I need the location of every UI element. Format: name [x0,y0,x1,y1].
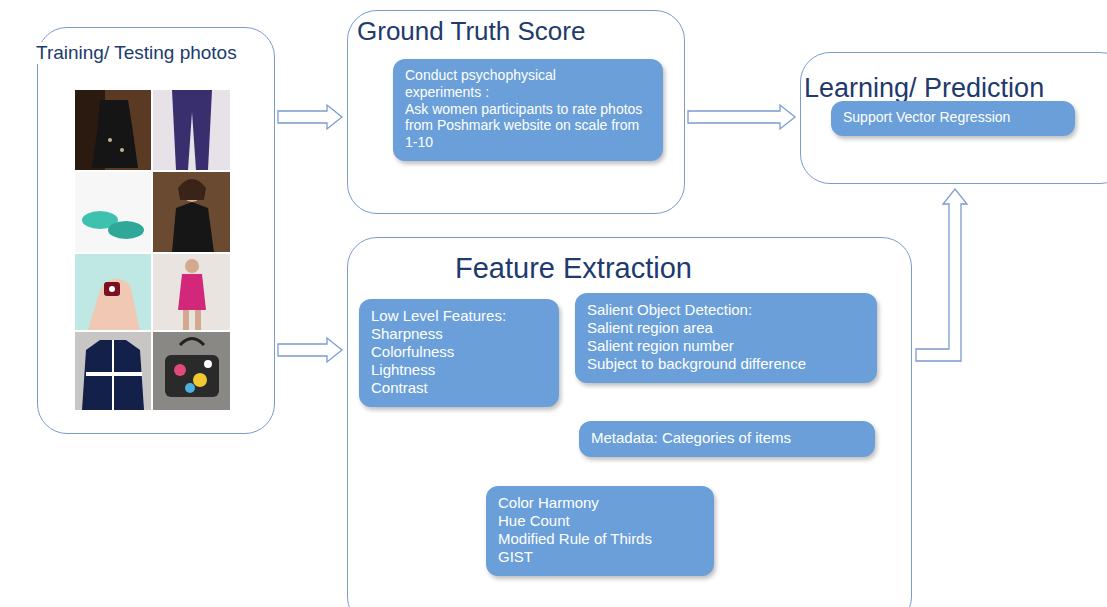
box-line: Colorfulness [371,343,549,361]
group-title: Ground Truth Score [357,17,585,47]
group-title: Learning/ Prediction [804,73,1044,104]
box-text: Low Level Features: [371,307,549,325]
block-arrow [278,338,342,362]
block-arrow [688,105,795,129]
box-line: Modified Rule of Thirds [498,530,704,548]
box-line: Ask women participants to rate photos fr… [405,101,653,151]
feature-box: Metadata: Categories of items [579,421,875,457]
photo-jeans [153,90,230,170]
box-line: GIST [498,548,704,566]
stage-box: Learning/ PredictionSupport Vector Regre… [800,52,1107,184]
group-title: Feature Extraction [455,252,692,285]
box-text: Salient Object Detection: [587,301,867,319]
box-line: Lightness [371,361,549,379]
photo-pink-dress [153,254,230,330]
stage-box: Ground Truth ScoreConduct psychophysical… [347,10,685,214]
box-text: Metadata: Categories of items [591,429,865,447]
group-title: Training/ Testing photos [34,42,239,64]
photo-bag [153,332,230,410]
photo-shoes [75,172,151,252]
block-arrow [916,189,967,361]
box-line: Salient region area [587,319,867,337]
box-text: Support Vector Regression [843,109,1065,126]
feature-box: Low Level Features:SharpnessColorfulness… [359,299,559,407]
photo-track-jacket [75,332,151,410]
photo-jacket-woman [153,172,230,252]
stage-box: Feature ExtractionLow Level Features:Sha… [347,237,912,607]
photo-ring [75,254,151,330]
box-line: Subject to background difference [587,355,867,373]
block-arrow [278,105,342,129]
box-line: Sharpness [371,325,549,343]
photo-group: Training/ Testing photos [37,27,275,434]
process-box: Conduct psychophysical experiments :Ask … [393,59,663,161]
photo-dress [75,90,151,170]
feature-box: Salient Object Detection:Salient region … [575,293,877,383]
box-line: Salient region number [587,337,867,355]
feature-box: Color HarmonyHue CountModified Rule of T… [486,486,714,576]
box-text: Conduct psychophysical experiments : [405,67,653,101]
box-line: Contrast [371,379,549,397]
box-line: Hue Count [498,512,704,530]
process-box: Support Vector Regression [831,101,1075,136]
box-text: Color Harmony [498,494,704,512]
